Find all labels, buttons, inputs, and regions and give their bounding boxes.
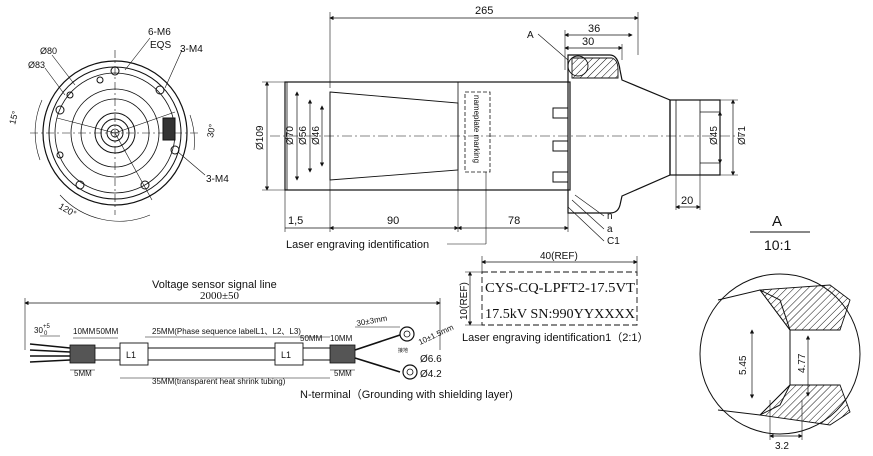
eqs-label: EQS — [150, 40, 171, 51]
cable-dia42-label: Ø4.2 — [420, 369, 442, 380]
engraving-line1: CYS-CQ-LPFT2-17.5VT — [485, 281, 635, 296]
cable-dim10-15-label: 10±1.5mm — [417, 323, 455, 347]
cable-small-note: 接地 — [398, 347, 408, 354]
cable-dia66-label: Ø6.6 — [420, 354, 442, 365]
detail-a-callout: A — [527, 30, 534, 41]
cable-tag-l1-right: L1 — [281, 350, 291, 360]
angle30-label: 30° — [205, 123, 217, 139]
dim36-label: 36 — [588, 23, 600, 35]
laser-engraving-id-label: Laser engraving identification — [286, 239, 429, 251]
dia83-label: Ø83 — [28, 60, 45, 70]
detail-a-scale: 10:1 — [764, 237, 791, 253]
cable-phase-label: 25MM(Phase sequence labelL1、L2、L3) — [152, 327, 301, 336]
detail-a-view — [699, 273, 861, 440]
cable-dim30-tol-upper: +5 — [43, 324, 51, 330]
leader-a-label: a — [607, 224, 613, 235]
dia70-label: Ø70 — [285, 126, 296, 145]
dia45-label: Ø45 — [709, 126, 720, 145]
dim78-label: 78 — [508, 215, 520, 227]
cable-drawing — [24, 298, 441, 380]
cable-dim5mm-left-label: 5MM — [74, 369, 92, 378]
cable-title: Voltage sensor signal line — [152, 279, 277, 291]
cable-dim50mm-right-label: 50MM — [300, 334, 323, 343]
engraving-caption: Laser engraving identification1（2:1） — [462, 331, 649, 344]
n-terminal-label: N-terminal（Grounding with shielding laye… — [300, 388, 513, 401]
engraving-height-label: 10(REF) — [459, 282, 470, 320]
dia109-label: Ø109 — [255, 125, 266, 150]
leader-n-label: n — [607, 211, 613, 222]
cable-shrink-label: 35MM(transparent heat shrink tubing) — [152, 377, 286, 386]
dia56-label: Ø56 — [298, 126, 309, 145]
dim30-label: 30 — [582, 36, 594, 48]
cable-length-label: 2000±50 — [200, 290, 240, 302]
front-circular-view — [30, 37, 206, 222]
dim545-label: 5.45 — [738, 355, 749, 375]
detail-a-title: A — [772, 213, 782, 230]
cable-dim50mm-label: 50MM — [96, 327, 119, 336]
hole-3m4-top-label: 3-M4 — [180, 44, 203, 55]
engraving-width-label: 40(REF) — [540, 251, 578, 262]
cable-dim10mm-label: 10MM — [73, 327, 96, 336]
main-side-view — [262, 12, 745, 245]
dia46-label: Ø46 — [311, 126, 322, 145]
angle15-label: 15° — [7, 109, 20, 125]
angle120-label: 120° — [57, 201, 78, 219]
cable-dim30-label: 30 — [34, 326, 43, 335]
cable-dim30-tol-lower: 0 — [44, 331, 48, 337]
overall-length-label: 265 — [475, 5, 493, 17]
dim20-label: 20 — [681, 195, 693, 207]
dia71-label: Ø71 — [737, 126, 748, 145]
dia80-label: Ø80 — [40, 46, 57, 56]
engraving-line2: 17.5kV SN:990YYXXXX — [485, 307, 635, 322]
hole-3m4-bottom-label: 3-M4 — [206, 174, 229, 185]
dim32-label: 3.2 — [775, 441, 789, 452]
nameplate-marking-label: nameplate marking — [472, 95, 481, 163]
dim1-5-label: 1,5 — [288, 215, 303, 227]
cable-dim30x3-label: 30±3mm — [356, 314, 388, 328]
cable-tag-l1-left: L1 — [126, 350, 136, 360]
leader-c1-label: C1 — [607, 236, 620, 247]
cable-dim10mm-right-label: 10MM — [330, 334, 353, 343]
dim477-label: 4.77 — [797, 353, 808, 373]
thread-callout-label: 6-M6 — [148, 27, 171, 38]
cable-dim5mm-right-label: 5MM — [334, 369, 352, 378]
dim90-label: 90 — [387, 215, 399, 227]
engraving-plate — [465, 256, 638, 326]
